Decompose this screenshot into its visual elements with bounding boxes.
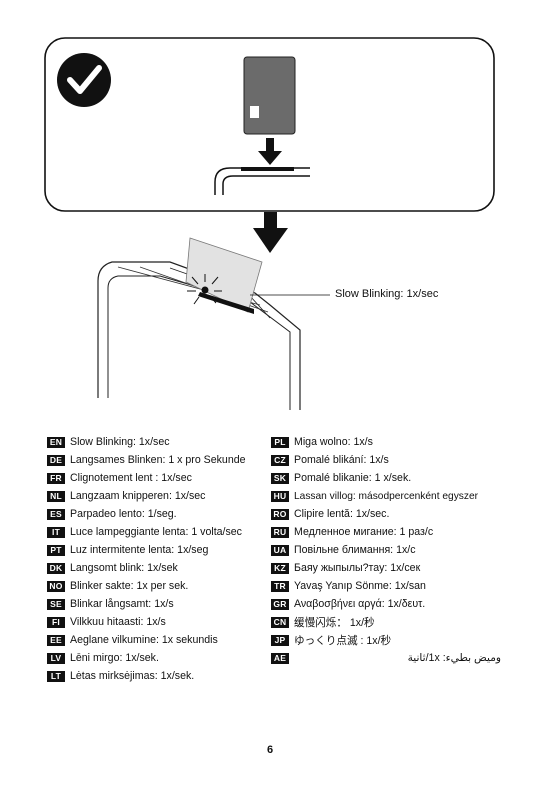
language-code-badge: CZ: [271, 454, 289, 466]
language-row: UA Повільне блимання: 1х/с: [271, 541, 501, 559]
language-row: CZ Pomalé blikání: 1x/s: [271, 451, 501, 469]
memory-card-icon: [243, 56, 296, 135]
language-row: LT Lėtas mirksėjimas: 1x/sek.: [47, 667, 267, 685]
language-text: Luz intermitente lenta: 1x/seg: [70, 544, 209, 556]
language-code-badge: HU: [271, 490, 289, 502]
language-code-badge: PT: [47, 544, 65, 556]
language-row: NO Blinker sakte: 1x per sek.: [47, 577, 267, 595]
language-row: CN 缓慢闪烁： 1x/秒: [271, 613, 501, 631]
language-row: FR Clignotement lent : 1x/sec: [47, 469, 267, 487]
language-code-badge: PL: [271, 436, 289, 448]
language-code-badge: KZ: [271, 562, 289, 574]
language-code-badge: LT: [47, 670, 65, 682]
language-text: Lėtas mirksėjimas: 1x/sek.: [70, 670, 195, 682]
language-row: TR Yavaş Yanıp Sönme: 1x/san: [271, 577, 501, 595]
language-text: Blinkar långsamt: 1x/s: [70, 598, 174, 610]
language-code-badge: DE: [47, 454, 65, 466]
language-row: PT Luz intermitente lenta: 1x/seg: [47, 541, 267, 559]
language-text: ゆっくり点滅 : 1x/秒: [294, 634, 392, 647]
language-text: Slow Blinking: 1x/sec: [70, 436, 170, 448]
language-row: EN Slow Blinking: 1x/sec: [47, 433, 267, 451]
language-code-badge: NO: [47, 580, 65, 592]
language-text: Miga wolno: 1x/s: [294, 436, 373, 448]
language-text: 缓慢闪烁： 1x/秒: [294, 616, 375, 629]
led-blink-icon: [187, 274, 222, 305]
language-row: HU Lassan villog: másodpercenként egyszer: [271, 487, 501, 505]
language-text: Lassan villog: másodpercenként egyszer: [294, 490, 479, 502]
language-code-badge: UA: [271, 544, 289, 556]
arrow-down-icon: [258, 138, 282, 165]
page-number: 6: [266, 744, 274, 756]
language-text: Langzaam knipperen: 1x/sec: [70, 490, 206, 502]
language-code-badge: IT: [47, 526, 65, 538]
language-text: Αναβοσβήνει αργά: 1x/δευτ.: [294, 598, 426, 610]
language-code-badge: LV: [47, 652, 65, 664]
language-row: LV Lēni mirgo: 1x/sek.: [47, 649, 267, 667]
language-row: ES Parpadeo lento: 1/seg.: [47, 505, 267, 523]
language-code-badge: SE: [47, 598, 65, 610]
language-code-badge: GR: [271, 598, 289, 610]
language-list-right: PL Miga wolno: 1x/s CZ Pomalé blikání: 1x/…: [271, 433, 501, 667]
language-code-badge: DK: [47, 562, 65, 574]
language-code-badge: RU: [271, 526, 289, 538]
language-row: RU Медленное мигание: 1 раз/с: [271, 523, 501, 541]
language-code-badge: TR: [271, 580, 289, 592]
language-code-badge: RO: [271, 508, 289, 520]
language-text: Parpadeo lento: 1/seg.: [70, 508, 177, 520]
arrow-down-icon: [253, 212, 288, 253]
language-list-left: EN Slow Blinking: 1x/sec DE Langsames Blin…: [47, 433, 267, 685]
language-text: Повільне блимання: 1х/с: [294, 544, 416, 556]
language-row: DE Langsames Blinken: 1 x pro Sekunde: [47, 451, 267, 469]
language-text: Баяу жыпылы?тау: 1x/сек: [294, 562, 421, 574]
language-code-badge: FI: [47, 616, 65, 628]
language-row: JP ゆっくり点滅 : 1x/秒: [271, 631, 501, 649]
language-row: SK Pomalé blikanie: 1 x/sek.: [271, 469, 501, 487]
language-code-badge: NL: [47, 490, 65, 502]
language-row: IT Luce lampeggiante lenta: 1 volta/sec: [47, 523, 267, 541]
language-text: Clignotement lent : 1x/sec: [70, 472, 192, 484]
language-code-badge: JP: [271, 634, 289, 646]
language-text: Luce lampeggiante lenta: 1 volta/sec: [70, 526, 242, 538]
language-text: Lēni mirgo: 1x/sek.: [70, 652, 159, 664]
language-row: KZ Баяу жыпылы?тау: 1x/сек: [271, 559, 501, 577]
language-text: Vilkkuu hitaasti: 1x/s: [70, 616, 166, 628]
language-code-badge: AE: [271, 652, 289, 664]
language-text: وميض بطيء: 1x/ثانية: [407, 652, 501, 664]
language-row: PL Miga wolno: 1x/s: [271, 433, 501, 451]
check-circle-icon: [57, 53, 111, 107]
callout-label: Slow Blinking: 1x/sec: [335, 288, 439, 300]
language-text: Blinker sakte: 1x per sek.: [70, 580, 189, 592]
language-text: Langsames Blinken: 1 x pro Sekunde: [70, 454, 246, 466]
language-code-badge: SK: [271, 472, 289, 484]
language-row: GR Αναβοσβήνει αργά: 1x/δευτ.: [271, 595, 501, 613]
language-text: Langsomt blink: 1x/sek: [70, 562, 178, 574]
language-text: Pomalé blikání: 1x/s: [294, 454, 389, 466]
language-row: FI Vilkkuu hitaasti: 1x/s: [47, 613, 267, 631]
language-code-badge: CN: [271, 616, 289, 628]
language-row: EE Aeglane vilkumine: 1x sekundis: [47, 631, 267, 649]
language-text: Yavaş Yanıp Sönme: 1x/san: [294, 580, 426, 592]
language-row: NL Langzaam knipperen: 1x/sec: [47, 487, 267, 505]
language-text: Медленное мигание: 1 раз/с: [294, 526, 434, 538]
language-row: DK Langsomt blink: 1x/sek: [47, 559, 267, 577]
language-row: AE وميض بطيء: 1x/ثانية: [271, 649, 501, 667]
language-row: SE Blinkar långsamt: 1x/s: [47, 595, 267, 613]
card-insertion-illustration: [44, 37, 495, 410]
language-text: Pomalé blikanie: 1 x/sek.: [294, 472, 412, 484]
language-row: RO Clipire lentă: 1x/sec.: [271, 505, 501, 523]
language-text: Aeglane vilkumine: 1x sekundis: [70, 634, 218, 646]
language-code-badge: EN: [47, 436, 65, 448]
language-code-badge: FR: [47, 472, 65, 484]
language-code-badge: ES: [47, 508, 65, 520]
language-code-badge: EE: [47, 634, 65, 646]
language-text: Clipire lentă: 1x/sec.: [294, 508, 390, 520]
